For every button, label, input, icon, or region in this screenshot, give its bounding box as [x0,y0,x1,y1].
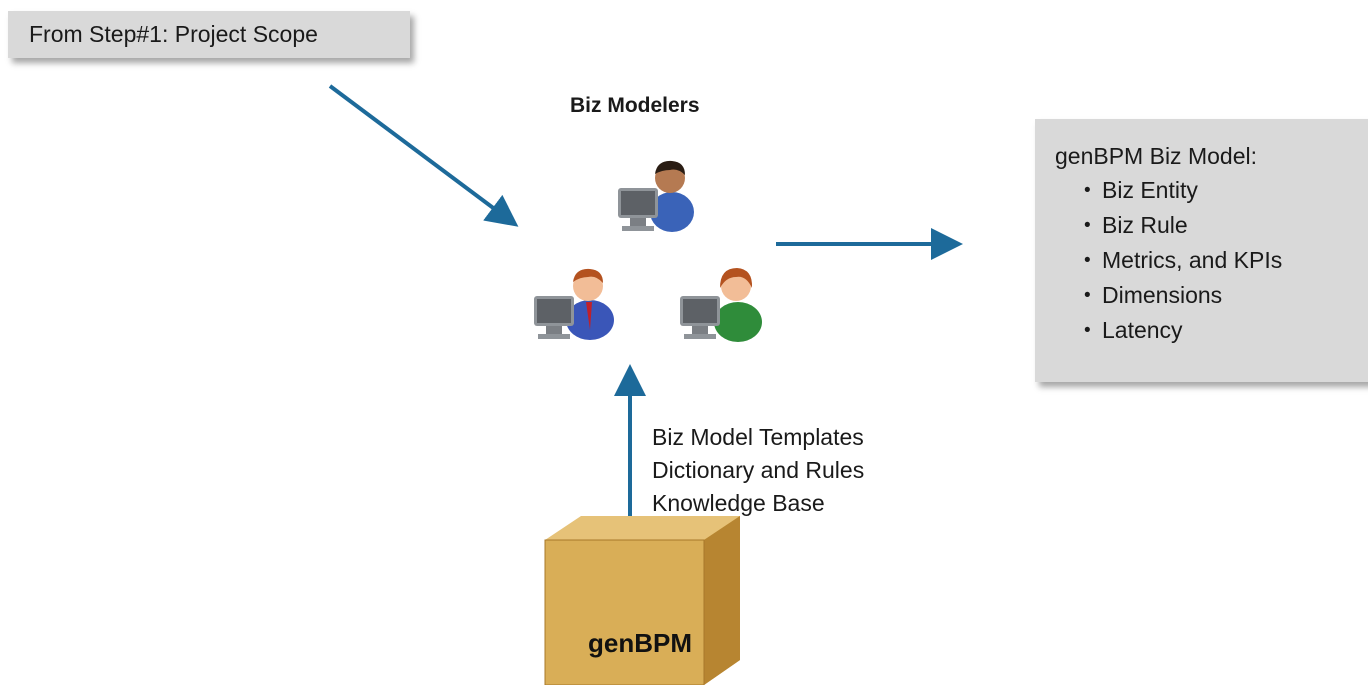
biz-model-list: Biz Entity Biz Rule Metrics, and KPIs Di… [1055,173,1368,348]
modelers-title: Biz Modelers [570,94,700,117]
input-sources-label: Biz Model Templates Dictionary and Rules… [652,421,864,520]
input-line: Dictionary and Rules [652,457,865,483]
list-item: Latency [1055,313,1368,348]
project-scope-box: From Step#1: Project Scope [8,11,410,58]
modeler-icon-left [534,268,614,340]
list-item: Metrics, and KPIs [1055,243,1368,278]
biz-model-box: genBPM Biz Model: Biz Entity Biz Rule Me… [1035,119,1368,382]
list-item: Dimensions [1055,278,1368,313]
modeler-icon-top [618,160,694,232]
genbpm-crate [544,516,740,685]
list-item: Biz Entity [1055,173,1368,208]
genbpm-label: genBPM [588,628,692,658]
project-scope-label: From Step#1: Project Scope [29,21,318,47]
list-item: Biz Rule [1055,208,1368,243]
modeler-icon-right [680,268,762,342]
arrow-scope-to-modelers [328,84,519,227]
biz-model-heading: genBPM Biz Model: [1055,143,1257,169]
input-line: Knowledge Base [652,490,825,516]
input-line: Biz Model Templates [652,424,864,450]
